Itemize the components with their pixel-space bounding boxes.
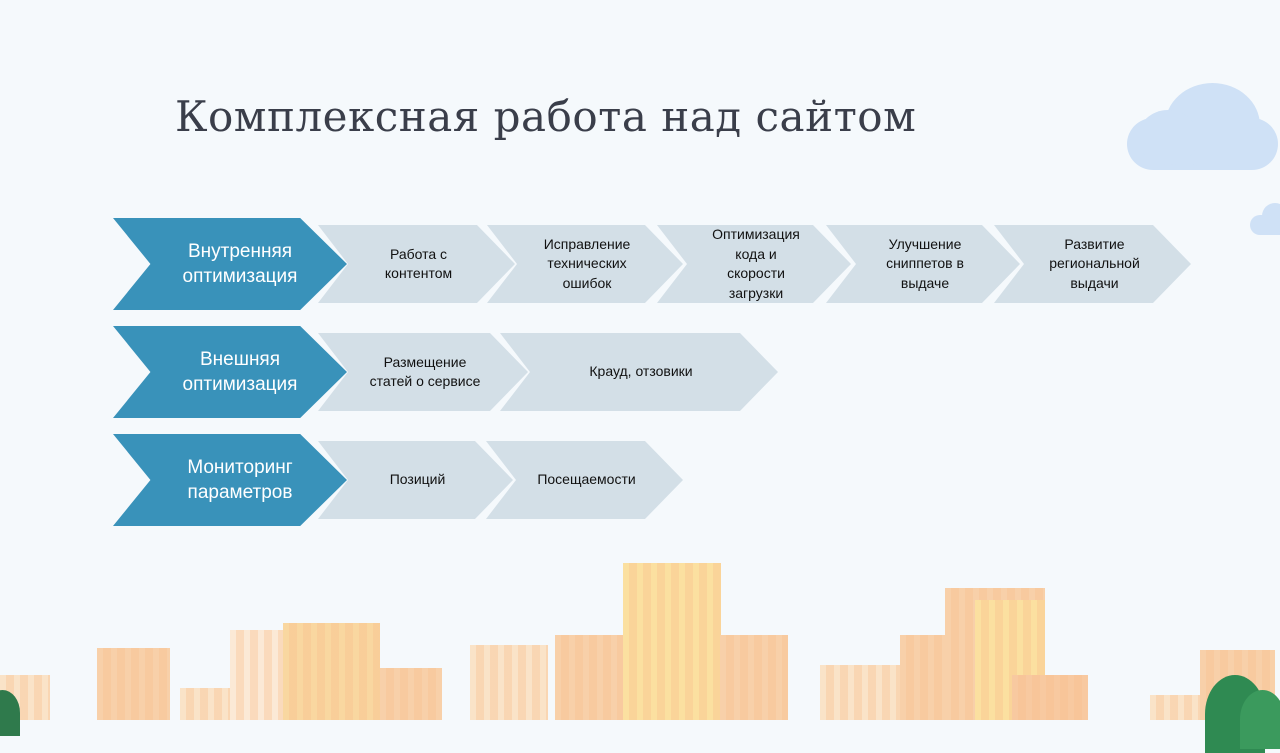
building-decoration — [1012, 675, 1088, 720]
building-decoration — [380, 668, 442, 720]
step-chevron: Оптимизация кода и скорости загрузки — [657, 225, 851, 303]
step-chevron: Улучшение сниппетов в выдаче — [826, 225, 1020, 303]
tree-decoration — [1240, 690, 1280, 749]
step-label-line: статей о сервисе — [369, 373, 481, 389]
step-label-line: загрузки — [728, 284, 784, 301]
category-chevron: Внутренняя оптимизация — [113, 218, 347, 310]
step-chevron: Посещаемости — [486, 441, 683, 519]
building-decoration — [1150, 695, 1205, 720]
category-label-line: Внутренняя — [187, 241, 293, 262]
category-chevron: Внешняя оптимизация — [113, 326, 347, 418]
step-chevron: Размещение статей о сервисе — [318, 333, 528, 411]
category-label-line: параметров — [187, 482, 293, 503]
step-chevron: Позиций — [318, 441, 513, 519]
step-chevron: Развитие региональной выдачи — [994, 225, 1191, 303]
building-decoration — [283, 623, 380, 720]
building-decoration — [230, 630, 285, 720]
category-chevron: Мониторинг параметров — [113, 434, 347, 526]
step-label-line: выдачи — [1070, 274, 1119, 291]
step-label-line: Оптимизация — [712, 226, 800, 242]
cloud-decoration-small — [1262, 203, 1280, 229]
building-decoration — [820, 665, 900, 720]
building-decoration — [97, 648, 170, 720]
step-label-line: Позиций — [389, 471, 446, 488]
category-label-line: оптимизация — [182, 266, 298, 287]
step-label-line: Развитие — [1064, 235, 1125, 252]
building-decoration — [975, 600, 1045, 720]
step-label-line: выдаче — [900, 274, 950, 291]
step-label-line: сниппетов в — [886, 255, 964, 272]
category-label-line: Мониторинг — [187, 457, 293, 478]
step-label-line: контентом — [384, 265, 453, 281]
step-label-line: Исправление — [543, 235, 631, 252]
building-decoration — [900, 635, 950, 720]
step-chevron: Крауд, отзовики — [500, 333, 778, 411]
category-label-line: оптимизация — [182, 374, 298, 395]
building-decoration — [180, 688, 235, 720]
cloud-decoration — [1138, 110, 1198, 165]
step-label-line: скорости — [727, 265, 785, 281]
building-decoration — [720, 635, 788, 720]
step-label-line: Работа с — [389, 245, 448, 262]
category-label-line: Внешняя — [199, 349, 281, 370]
step-chevron: Работа с контентом — [318, 225, 515, 303]
building-decoration — [555, 635, 630, 720]
step-label-line: Размещение — [383, 353, 467, 370]
step-label-line: Посещаемости — [537, 471, 636, 488]
building-decoration — [470, 645, 548, 720]
step-label-line: Крауд, отзовики — [589, 363, 693, 380]
step-label-line: региональной — [1049, 255, 1140, 272]
step-label-line: технических — [547, 255, 627, 272]
step-label-line: кода и — [735, 245, 777, 262]
page-title: Комплексная работа над сайтом — [175, 92, 917, 141]
building-decoration — [623, 563, 721, 720]
step-label-line: ошибок — [562, 274, 612, 291]
step-chevron: Исправление технических ошибок — [487, 225, 683, 303]
step-label-line: Улучшение — [888, 235, 962, 252]
